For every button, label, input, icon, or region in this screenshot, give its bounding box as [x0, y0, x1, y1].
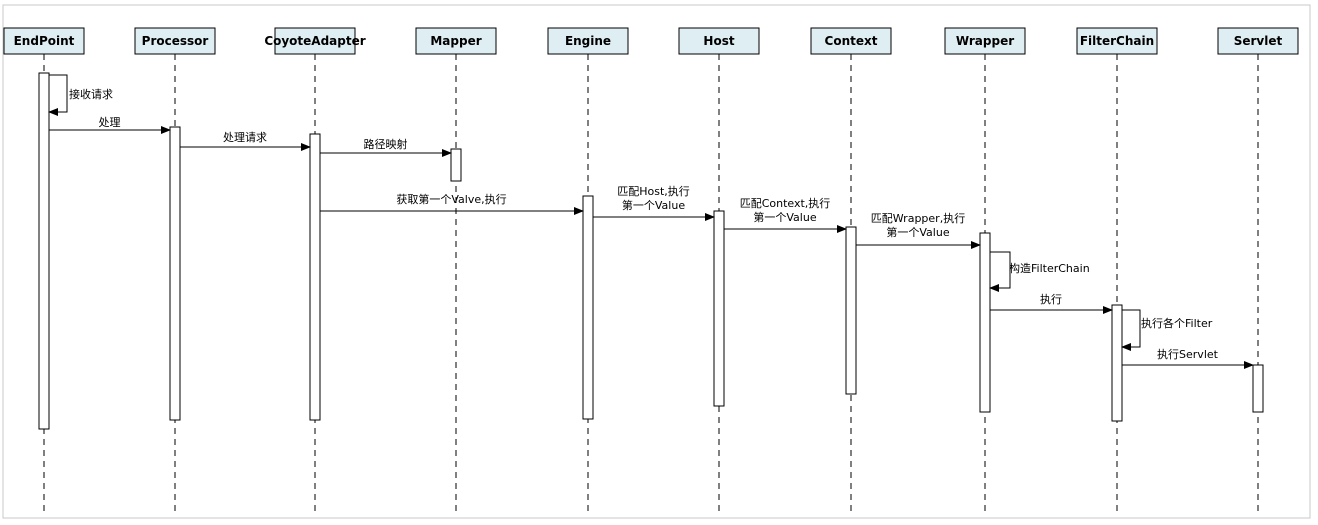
participant-label-endpoint: EndPoint [14, 34, 75, 48]
diagram-frame [2, 4, 1311, 519]
message-m3: 处理请求 [180, 131, 311, 151]
message-label-m9: 构造FilterChain [1009, 261, 1090, 275]
participant-box-host [678, 27, 760, 55]
message-label-m8: 匹配Wrapper,执行 [871, 211, 965, 225]
message-m10: 执行 [990, 292, 1113, 314]
participant-engine: Engine [547, 27, 629, 55]
participant-box-wrapper [944, 27, 1026, 55]
message-m2: 处理 [49, 116, 171, 134]
message-label-m5: 获取第一个Valve,执行 [396, 192, 506, 206]
participant-mapper: Mapper [415, 27, 497, 55]
message-label-m12: 执行Servlet [1157, 347, 1219, 361]
message-m4: 路径映射 [320, 137, 452, 157]
participant-label-processor: Processor [142, 34, 209, 48]
message-label-m7: 第一个Value [753, 210, 816, 224]
message-arrow-m1 [48, 74, 68, 116]
activation-filterchain [1111, 304, 1123, 422]
participant-box-endpoint [3, 27, 85, 55]
participant-label-coyote: CoyoteAdapter [264, 34, 365, 48]
participant-endpoint: EndPoint [3, 27, 85, 55]
participant-box-coyote [274, 27, 356, 55]
participant-label-context: Context [825, 34, 878, 48]
activation-mapper [450, 148, 462, 182]
activation-context [845, 226, 857, 395]
participant-box-engine [547, 27, 629, 55]
message-label-m6: 第一个Value [622, 198, 685, 212]
participant-box-mapper [415, 27, 497, 55]
participant-label-servlet: Servlet [1234, 34, 1283, 48]
participant-host: Host [678, 27, 760, 55]
participant-box-filterchain [1076, 27, 1158, 55]
message-label-m7: 匹配Context,执行 [740, 196, 831, 210]
participant-label-wrapper: Wrapper [956, 34, 1014, 48]
participant-servlet: Servlet [1217, 27, 1299, 55]
message-m5: 获取第一个Valve,执行 [320, 192, 584, 215]
message-arrow-m11 [1121, 309, 1141, 351]
participant-label-mapper: Mapper [430, 34, 481, 48]
message-m12: 执行Servlet [1122, 347, 1254, 369]
participant-context: Context [810, 27, 892, 55]
activation-engine [582, 195, 594, 420]
activation-servlet [1252, 364, 1264, 413]
message-label-m1: 接收请求 [69, 87, 113, 101]
participant-label-engine: Engine [565, 34, 611, 48]
activation-wrapper [979, 232, 991, 413]
participant-wrapper: Wrapper [944, 27, 1026, 55]
message-label-m8: 第一个Value [886, 225, 949, 239]
participant-coyote: CoyoteAdapter [264, 27, 366, 55]
participant-label-host: Host [703, 34, 734, 48]
message-label-m11: 执行各个Filter [1141, 316, 1213, 330]
activation-endpoint [38, 72, 50, 430]
message-label-m6: 匹配Host,执行 [617, 184, 690, 198]
message-m9: 构造FilterChain [989, 251, 1090, 292]
message-label-m2: 处理 [99, 116, 121, 129]
activation-processor [169, 126, 181, 421]
message-m1: 接收请求 [48, 74, 113, 116]
participant-filterchain: FilterChain [1076, 27, 1158, 55]
participant-label-filterchain: FilterChain [1080, 34, 1154, 48]
message-m11: 执行各个Filter [1121, 309, 1213, 351]
activation-host [713, 210, 725, 407]
message-label-m3: 处理请求 [223, 131, 267, 144]
message-arrow-m9 [989, 251, 1011, 292]
participant-box-servlet [1217, 27, 1299, 55]
message-label-m4: 路径映射 [364, 137, 408, 151]
participant-processor: Processor [134, 27, 216, 55]
participant-box-processor [134, 27, 216, 55]
activation-coyote [309, 133, 321, 421]
participant-box-context [810, 27, 892, 55]
message-label-m10: 执行 [1040, 292, 1062, 306]
